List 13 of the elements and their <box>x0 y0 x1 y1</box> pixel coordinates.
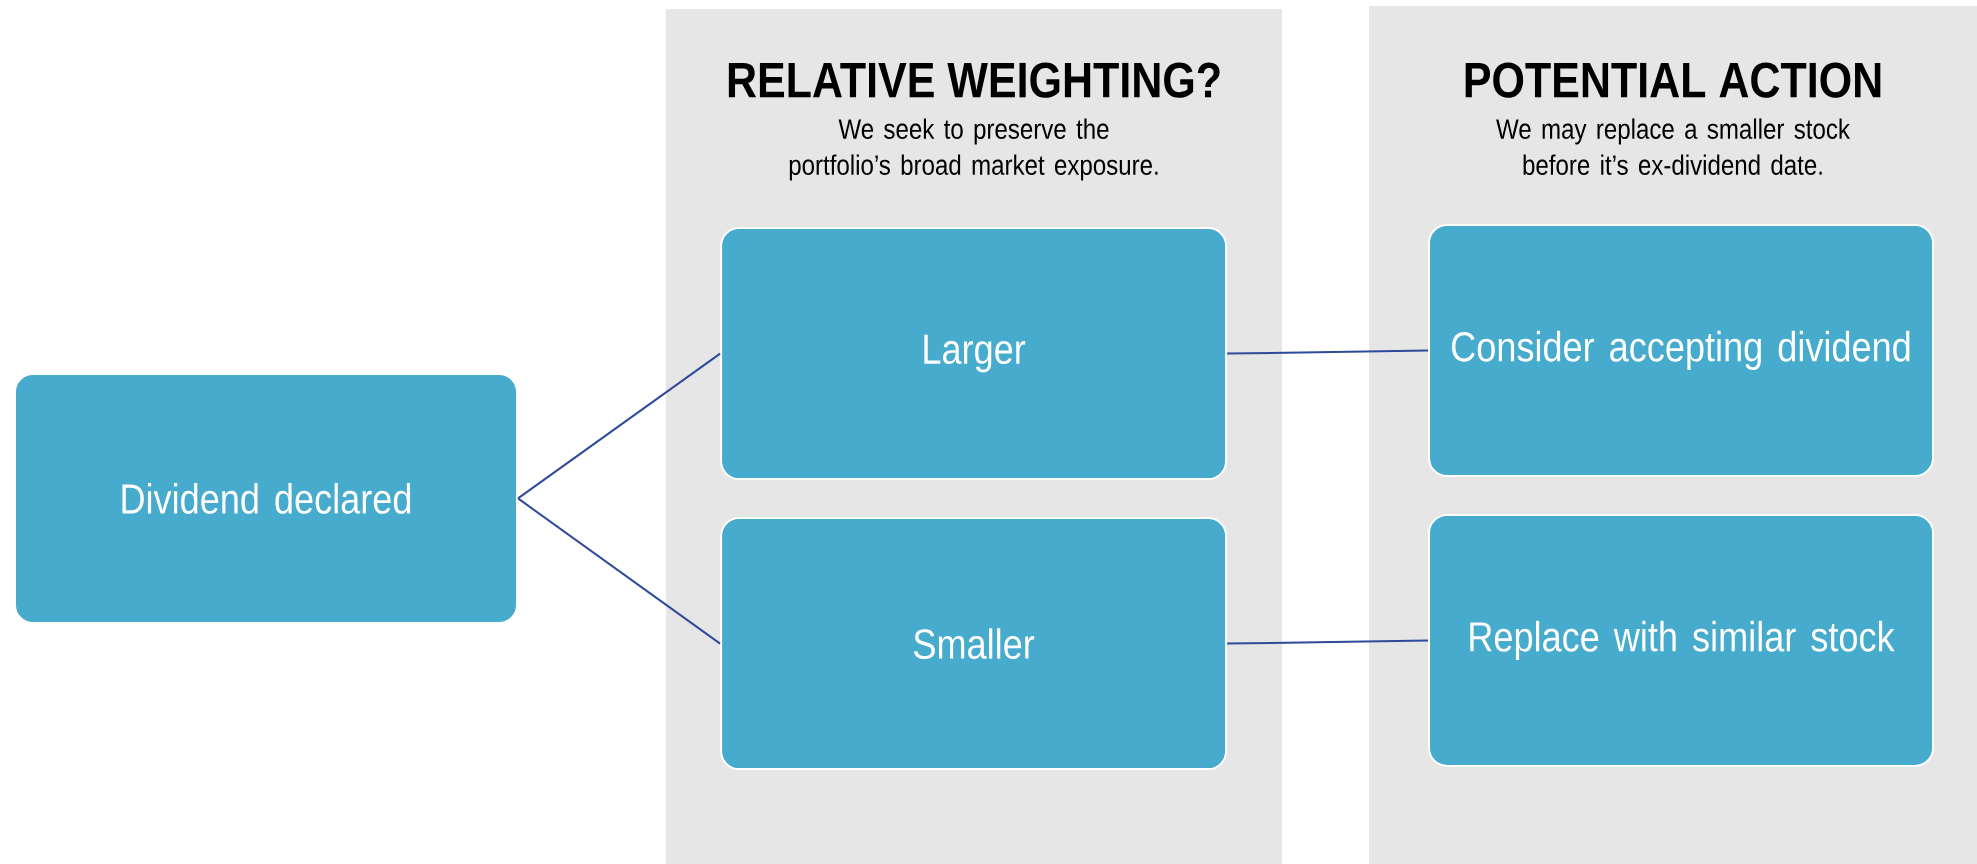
process-box: Replace with similar stock <box>1428 513 1934 767</box>
process-box: Smaller <box>720 517 1228 771</box>
connector-line <box>517 352 722 500</box>
column-heading: POTENTIAL ACTION <box>1465 62 1881 98</box>
column-description: We may replace a smaller stock before it’s ex-dividend date. <box>1496 118 1850 175</box>
connector-line <box>517 497 722 645</box>
column-description: We seek to preserve the portfolio’s broad market exposure. <box>789 118 1158 181</box>
process-box: Dividend declared <box>14 372 518 624</box>
process-box: Consider accepting dividend <box>1428 223 1934 477</box>
connector-line <box>1226 639 1429 645</box>
connector-line <box>1226 349 1429 355</box>
column-heading: RELATIVE WEIGHTING? <box>728 62 1220 98</box>
process-box: Larger <box>720 227 1228 481</box>
